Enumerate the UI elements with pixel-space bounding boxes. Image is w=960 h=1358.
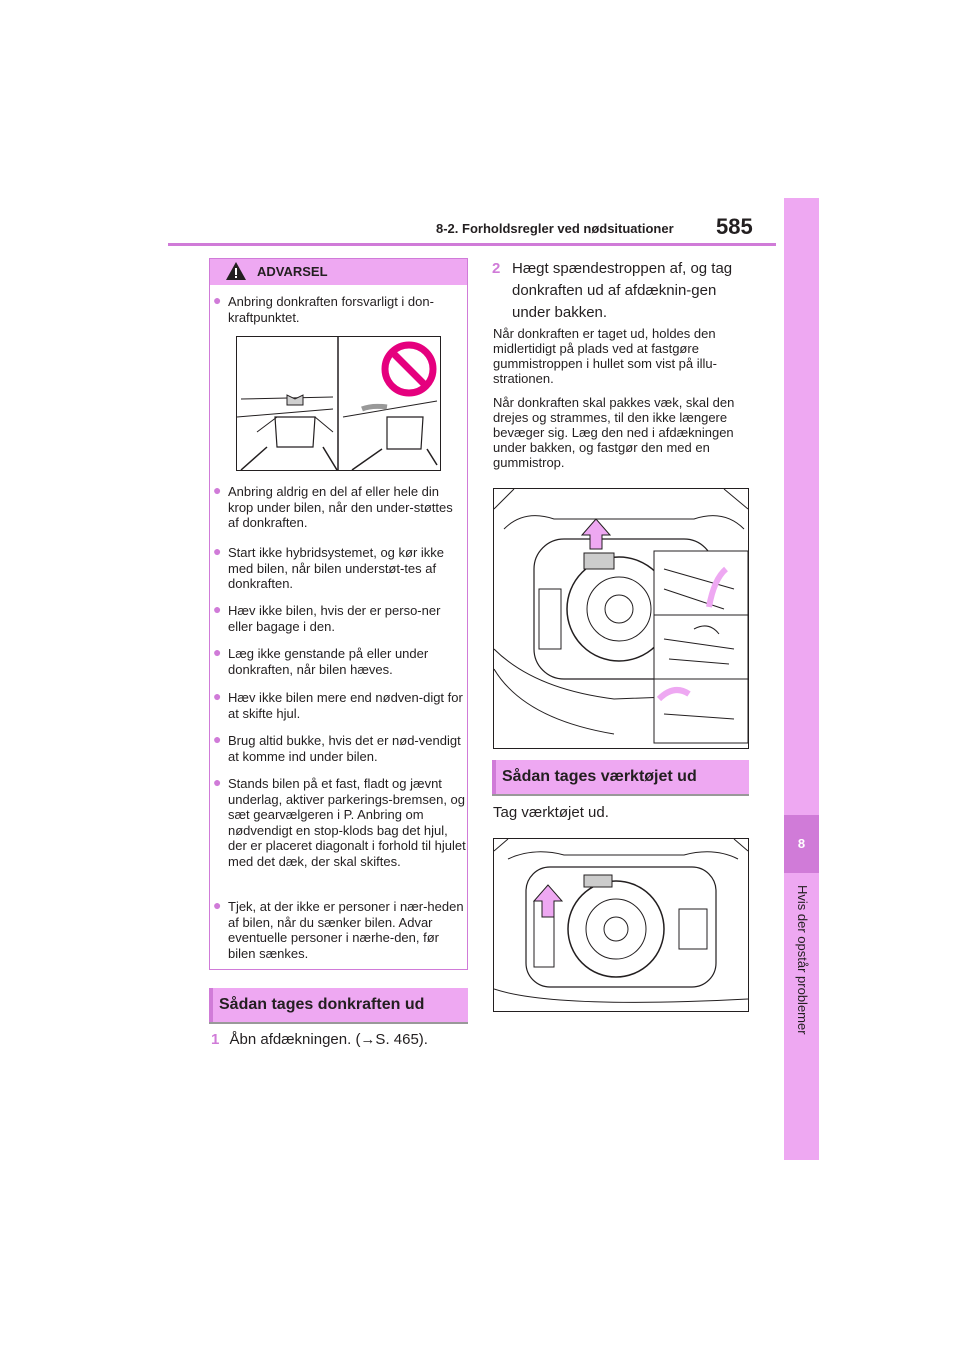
header-rule xyxy=(168,243,776,246)
step-text: Hægt spændestroppen af, og tag donkrafte… xyxy=(512,260,733,321)
warning-item: ●Hæv ikke bilen, hvis der er perso-ner e… xyxy=(213,601,441,634)
step-2: 2 Hægt spændestroppen af, og tag donkraf… xyxy=(492,258,762,324)
warning-item: ●Brug altid bukke, hvis det er nød-vendi… xyxy=(213,731,461,764)
warning-item: ●Start ikke hybridsystemet, og kør ikke … xyxy=(213,543,445,591)
warning-box xyxy=(209,258,468,970)
paragraph: Når donkraften er taget ud, holdes den m… xyxy=(493,326,717,386)
trunk-tools-figure xyxy=(493,838,749,1012)
warning-item: ●Anbring donkraften forsvarligt i don-kr… xyxy=(213,292,434,325)
step-number: 2 xyxy=(492,260,501,277)
section-heading-tools: Sådan tages værktøjet ud xyxy=(492,760,749,794)
heading-underline xyxy=(209,1022,468,1024)
warning-triangle-icon xyxy=(226,262,246,280)
warning-item: ●Tjek, at der ikke er personer i nær-hed… xyxy=(213,897,464,961)
chapter-side-tab xyxy=(784,198,819,1160)
warning-item: ●Stands bilen på et fast, fladt og jævnt… xyxy=(213,774,466,869)
tools-text: Tag værktøjet ud. xyxy=(493,804,609,821)
page-number: 585 xyxy=(716,214,753,239)
heading-underline xyxy=(492,794,749,796)
warning-title: ADVARSEL xyxy=(257,264,328,279)
trunk-jack-figure xyxy=(493,488,749,749)
section-title: 8-2. Forholdsregler ved nødsituationer xyxy=(436,221,674,236)
warning-item: ●Hæv ikke bilen mere end nødven-digt for… xyxy=(213,688,463,721)
warning-item: ●Anbring aldrig en del af eller hele din… xyxy=(213,482,453,530)
warning-header xyxy=(210,259,467,285)
step-1: 1 Åbn afdækningen. (→S. 465). xyxy=(211,1031,428,1048)
step-number: 1 xyxy=(211,1031,220,1048)
paragraph: Når donkraften skal pakkes væk, skal den… xyxy=(493,395,735,470)
step-text: Åbn afdækningen. (→S. 465). xyxy=(229,1031,428,1048)
section-heading-jack: Sådan tages donkraften ud xyxy=(209,988,468,1022)
chapter-number: 8 xyxy=(784,815,819,873)
warning-item: ●Læg ikke genstande på eller under donkr… xyxy=(213,644,429,677)
chapter-title: Hvis der opstår problemer xyxy=(795,885,810,1035)
jack-placement-figure xyxy=(236,336,441,471)
